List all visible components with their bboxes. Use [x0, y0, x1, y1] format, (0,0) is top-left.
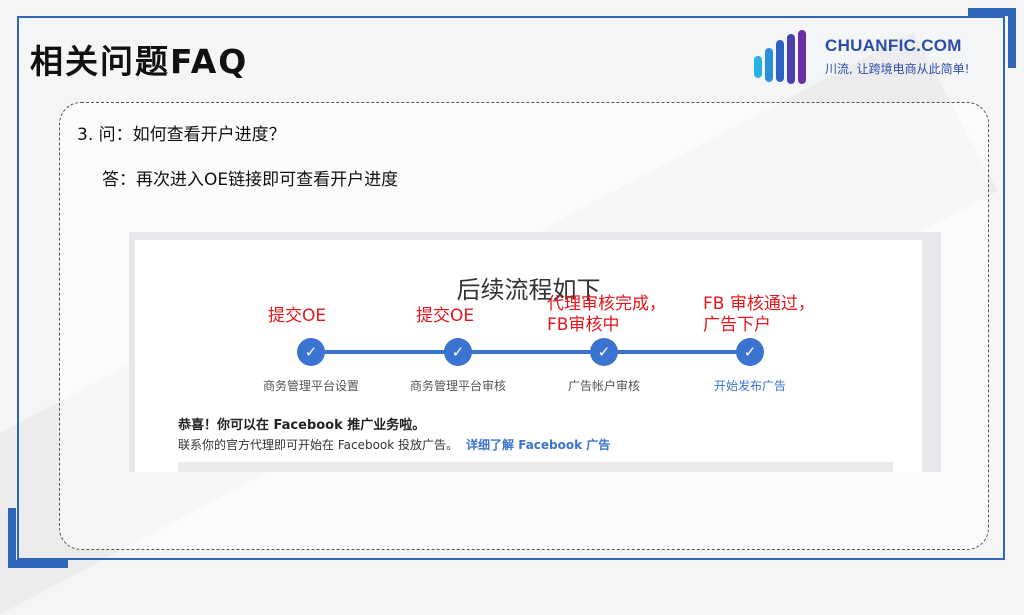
step-note-line: FB 审核通过， — [703, 294, 815, 314]
step-note: 提交OE — [268, 306, 326, 327]
congrats-body: 联系你的官方代理即可开始在 Facebook 投放广告。详细了解 Faceboo… — [178, 436, 610, 453]
congrats-body-text: 联系你的官方代理即可开始在 Facebook 投放广告。 — [178, 438, 459, 452]
step-note: 代理审核完成， FB审核中 — [547, 294, 666, 336]
step-note-line: 广告下户 — [703, 315, 771, 335]
step-label: 商务管理平台审核 — [409, 379, 506, 393]
progress-track — [310, 350, 750, 354]
step-check-icon: ✓ — [297, 338, 325, 366]
faq-question: 3. 问：如何查看开户进度？ — [77, 125, 286, 145]
corner-accent-bottom-left — [8, 560, 68, 568]
page-title: 相关问题FAQ — [30, 42, 249, 81]
flow-title: 后续流程如下 — [456, 276, 601, 304]
logo-bars-icon — [754, 30, 806, 84]
corner-accent-top-right — [968, 8, 1016, 16]
logo-name: CHUANFIC.COM — [825, 36, 962, 55]
learn-more-link[interactable]: 详细了解 Facebook 广告 — [466, 438, 611, 452]
step-note-line: 代理审核完成， — [547, 294, 666, 314]
step-label-current: 开始发布广告 — [713, 379, 786, 393]
step-note-line: FB审核中 — [547, 315, 620, 335]
step-note: FB 审核通过， 广告下户 — [703, 294, 815, 336]
slide-frame — [17, 16, 1005, 560]
step-label: 广告帐户审核 — [567, 379, 640, 393]
logo-slogan: 川流, 让跨境电商从此简单! — [825, 62, 970, 76]
congrats-title: 恭喜！你可以在 Facebook 推广业务啦。 — [178, 418, 426, 433]
step-note-line: 提交OE — [268, 306, 327, 326]
step-note: 提交OE — [416, 306, 474, 327]
panel-divider — [178, 462, 893, 472]
screenshot-panel: 后续流程如下 ✓ ✓ ✓ ✓ 商务管理平台设置 商务管理平台审核 广告帐户审核 … — [135, 240, 922, 472]
embedded-screenshot: 后续流程如下 ✓ ✓ ✓ ✓ 商务管理平台设置 商务管理平台审核 广告帐户审核 … — [129, 232, 941, 472]
corner-accent-top-right — [1008, 8, 1016, 68]
step-check-icon: ✓ — [444, 338, 472, 366]
brand-logo: CHUANFIC.COM 川流, 让跨境电商从此简单! — [752, 28, 992, 88]
faq-answer: 答：再次进入OE链接即可查看开户进度 — [102, 170, 399, 190]
step-check-icon: ✓ — [736, 338, 764, 366]
step-label: 商务管理平台设置 — [262, 379, 359, 393]
step-check-icon: ✓ — [590, 338, 618, 366]
step-note-line: 提交OE — [416, 306, 475, 326]
corner-accent-bottom-left — [8, 508, 16, 568]
